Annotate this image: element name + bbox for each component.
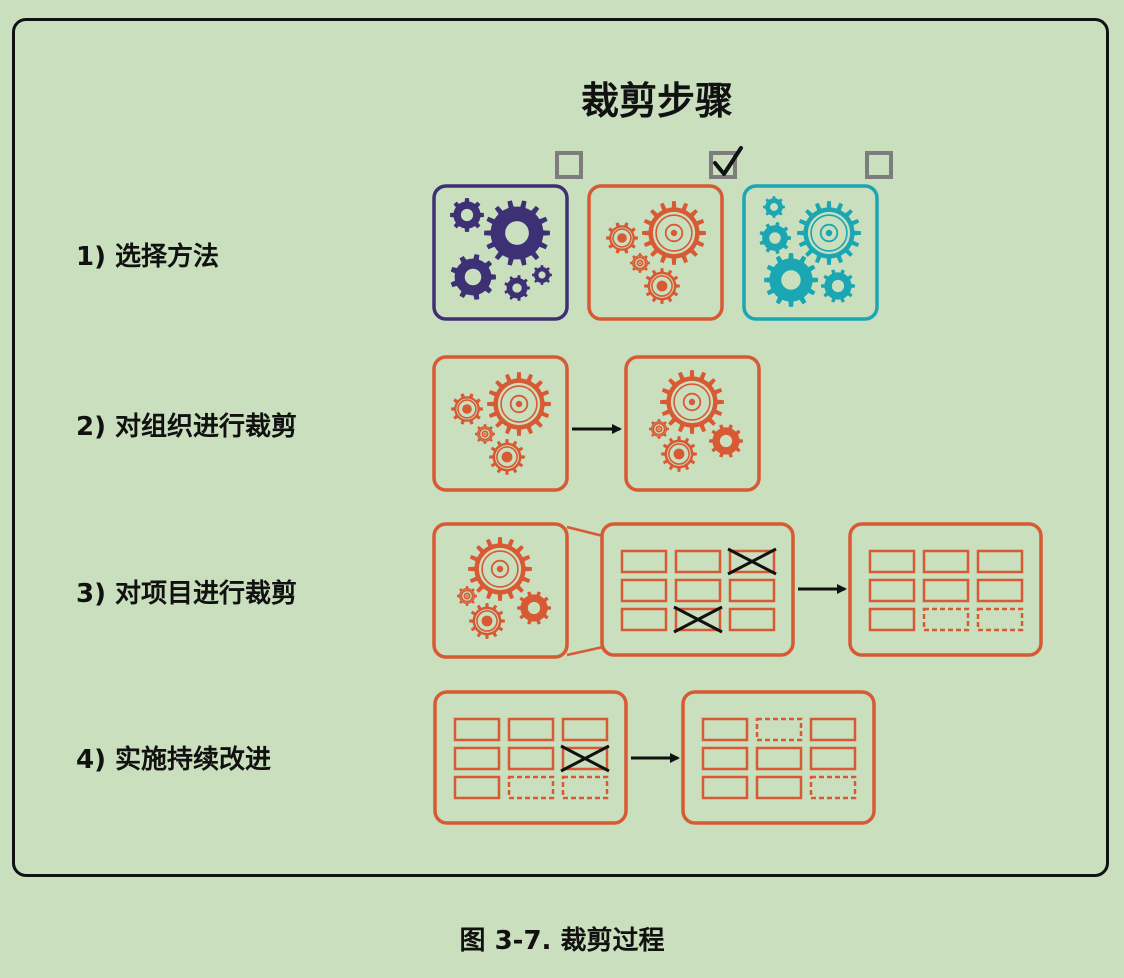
process-cell xyxy=(755,775,803,800)
process-cell xyxy=(976,549,1024,574)
gear-icon xyxy=(504,275,530,301)
process-cell xyxy=(809,775,857,800)
process-cell xyxy=(755,746,803,771)
checkbox-icon-1[interactable] xyxy=(555,151,583,179)
gear-icon xyxy=(484,200,550,266)
gear-icon xyxy=(468,537,532,601)
process-cell xyxy=(453,746,501,771)
process-cell xyxy=(674,549,722,574)
removed-cell-icon xyxy=(727,547,777,576)
process-cell xyxy=(620,578,668,603)
process-cell xyxy=(728,578,776,603)
process-cell xyxy=(507,746,555,771)
improvement-grid-after xyxy=(681,690,876,825)
gear-icon xyxy=(489,439,525,475)
process-cell xyxy=(868,607,916,632)
removed-cell-icon xyxy=(560,744,610,773)
process-cell xyxy=(507,775,555,800)
method-box-orange[interactable] xyxy=(587,184,724,321)
method-box-purple[interactable] xyxy=(432,184,569,321)
gear-icon xyxy=(450,198,484,232)
gear-icon xyxy=(644,268,680,304)
gear-icon xyxy=(763,196,785,218)
process-cell xyxy=(674,578,722,603)
process-cell xyxy=(701,746,749,771)
process-cell xyxy=(922,607,970,632)
process-cell xyxy=(561,775,609,800)
diagram-title: 裁剪步骤 xyxy=(580,79,733,123)
gear-icon xyxy=(451,393,483,425)
process-cell xyxy=(561,717,609,742)
gear-icon xyxy=(759,222,791,254)
gear-icon xyxy=(475,424,495,444)
org-tailored-box xyxy=(624,355,761,492)
process-cell xyxy=(976,578,1024,603)
checkbox-icon-3[interactable] xyxy=(865,151,893,179)
improvement-grid-before xyxy=(433,690,628,825)
gear-icon xyxy=(821,269,855,303)
process-cell xyxy=(701,775,749,800)
gear-icon xyxy=(649,419,669,439)
gear-icon xyxy=(450,254,496,300)
gear-icon xyxy=(660,370,724,434)
gear-icon xyxy=(630,253,650,273)
removed-cell-icon xyxy=(673,605,723,634)
step-1-label: 1) 选择方法 xyxy=(76,242,220,272)
process-cell xyxy=(620,607,668,632)
process-cell xyxy=(868,578,916,603)
gear-icon xyxy=(469,603,505,639)
project-method-box xyxy=(432,522,569,659)
process-cell xyxy=(453,775,501,800)
process-cell xyxy=(507,717,555,742)
process-cell xyxy=(868,549,916,574)
gear-icon xyxy=(797,201,861,265)
project-tailored-grid xyxy=(848,522,1043,657)
zoom-line xyxy=(566,645,604,657)
step-3-label: 3) 对项目进行裁剪 xyxy=(76,579,298,609)
figure-caption: 图 3-7. 裁剪过程 xyxy=(459,926,665,956)
process-cell xyxy=(922,549,970,574)
process-cell xyxy=(809,746,857,771)
gear-icon xyxy=(487,372,551,436)
step-2-label: 2) 对组织进行裁剪 xyxy=(76,412,298,442)
org-method-box xyxy=(432,355,569,492)
gear-icon xyxy=(764,253,818,307)
process-cell xyxy=(620,549,668,574)
gear-icon xyxy=(457,586,477,606)
gear-icon xyxy=(709,424,743,458)
gear-icon xyxy=(532,265,552,285)
process-cell xyxy=(755,717,803,742)
diagram-frame xyxy=(12,18,1109,877)
gear-icon xyxy=(661,436,697,472)
method-box-teal[interactable] xyxy=(742,184,879,321)
process-cell xyxy=(728,607,776,632)
checkbox-checked-icon-2[interactable] xyxy=(709,146,743,179)
process-cell xyxy=(809,717,857,742)
step-4-label: 4) 实施持续改进 xyxy=(76,745,272,775)
gear-icon xyxy=(606,222,638,254)
process-cell xyxy=(922,578,970,603)
process-cell xyxy=(976,607,1024,632)
process-cell xyxy=(453,717,501,742)
gear-icon xyxy=(642,201,706,265)
zoom-line xyxy=(566,525,604,538)
gear-icon xyxy=(517,591,551,625)
process-cell xyxy=(701,717,749,742)
project-process-grid xyxy=(600,522,795,657)
